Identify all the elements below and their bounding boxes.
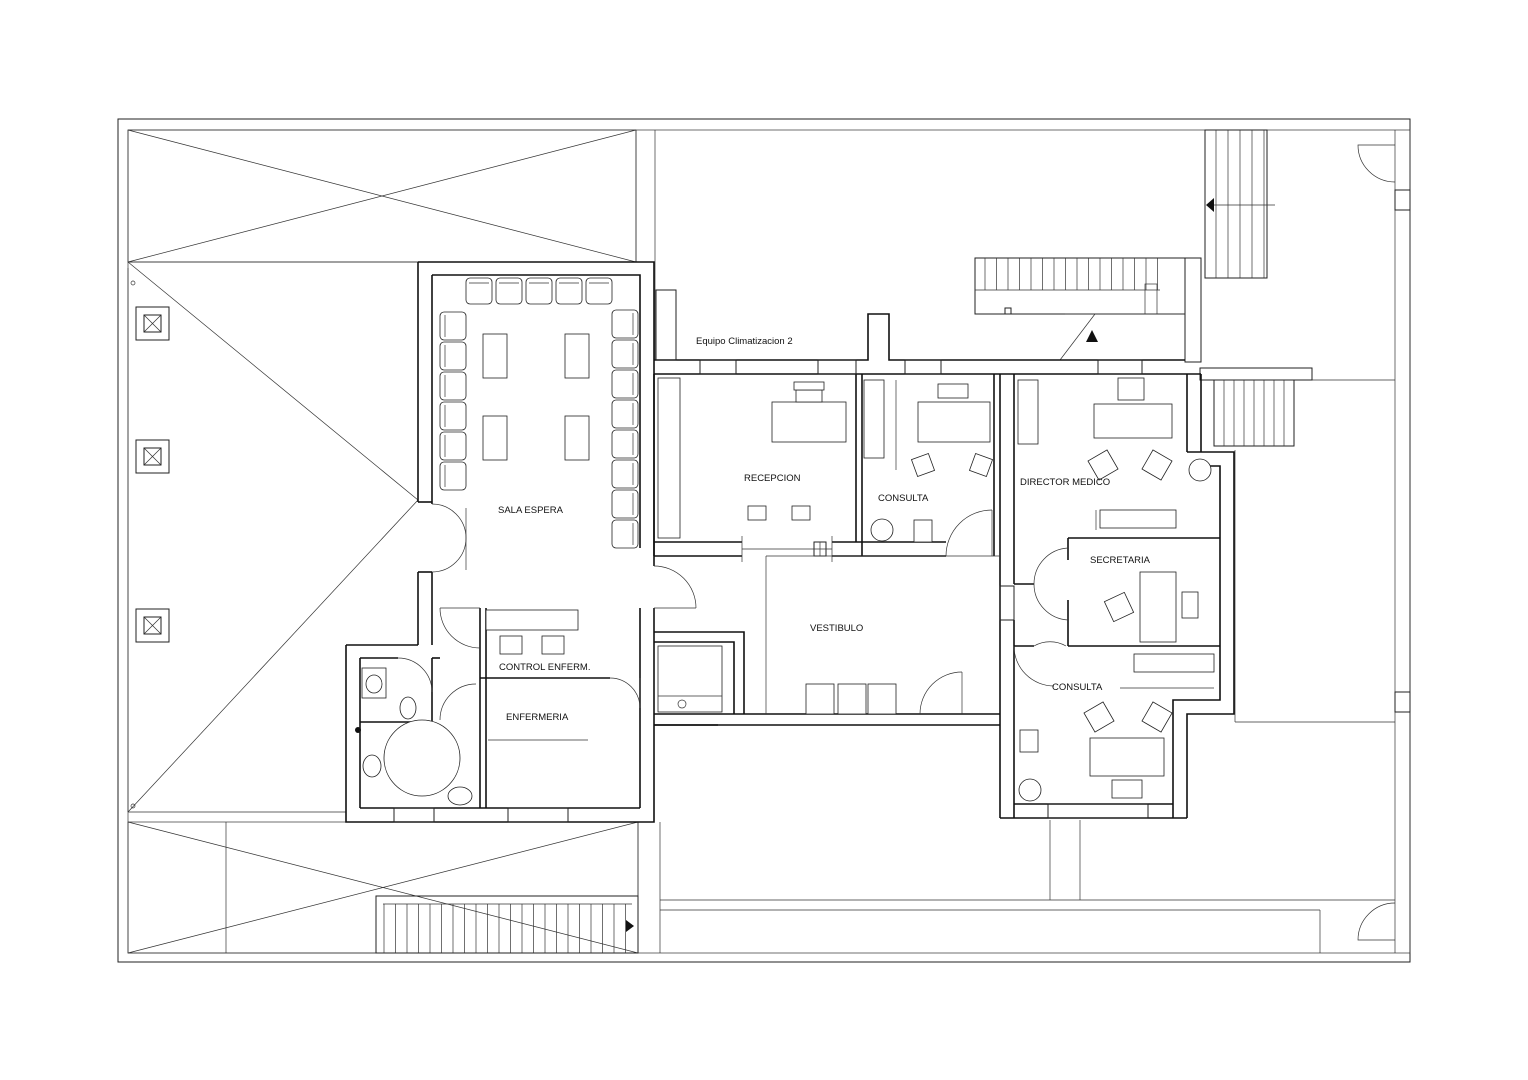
waiting-chair [439, 401, 467, 431]
waiting-chair [439, 371, 467, 401]
column-box-2 [135, 439, 170, 474]
label-director-medico: DIRECTOR MEDICO [1020, 477, 1110, 488]
label-vestibulo: VESTIBULO [810, 623, 863, 634]
label-recepcion: RECEPCION [744, 473, 801, 484]
consult-1-furniture [863, 379, 994, 543]
waiting-chair [555, 277, 583, 305]
windows [393, 289, 1149, 823]
secretary-furniture [1103, 571, 1199, 643]
waiting-chair [611, 399, 639, 429]
terrace-right [654, 130, 1411, 953]
waiting-room-furniture [439, 277, 639, 549]
terrace-bottom-left [127, 821, 639, 954]
waiting-chair [439, 341, 467, 371]
stairs-middle-right [1199, 367, 1313, 447]
label-secretaria: SECRETARIA [1090, 555, 1151, 566]
label-control-enferm: CONTROL ENFERM. [499, 662, 590, 673]
waiting-chair [611, 309, 639, 339]
stairs-bottom [375, 895, 639, 954]
room-labels: SALA ESPERA RECEPCION CONSULTA DIRECTOR … [498, 336, 1151, 723]
waiting-chair [611, 339, 639, 369]
waiting-chair [611, 459, 639, 489]
label-sala-espera: SALA ESPERA [498, 505, 564, 516]
toilets [355, 667, 473, 806]
waiting-chair [611, 369, 639, 399]
waiting-chair [525, 277, 553, 305]
column-box-1 [135, 306, 170, 341]
column-box-3 [135, 608, 170, 643]
waiting-chair [465, 277, 493, 305]
waiting-chair [611, 489, 639, 519]
waiting-chair [585, 277, 613, 305]
consult-2-furniture [1018, 653, 1215, 802]
reception-furniture [657, 377, 847, 539]
terrace-left [127, 261, 419, 813]
waiting-chair [611, 519, 639, 549]
stairs-inner [974, 257, 1202, 363]
stairs-top-right [1204, 129, 1275, 279]
label-consulta-1: CONSULTA [878, 493, 929, 504]
label-enfermeria: ENFERMERIA [506, 712, 569, 723]
waiting-chair [439, 431, 467, 461]
director-furniture [1017, 377, 1212, 530]
label-equipo-climatizacion: Equipo Climatizacion 2 [696, 336, 793, 347]
terrace-top-left [127, 129, 637, 263]
doors [397, 503, 1069, 721]
waiting-chair [495, 277, 523, 305]
stair-rail [1144, 283, 1158, 315]
nurse-furniture [485, 609, 588, 741]
waiting-chair [439, 461, 467, 491]
waiting-chair [611, 429, 639, 459]
waiting-chair [439, 311, 467, 341]
label-consulta-2: CONSULTA [1052, 682, 1103, 693]
vestibule-furniture [657, 555, 1000, 715]
